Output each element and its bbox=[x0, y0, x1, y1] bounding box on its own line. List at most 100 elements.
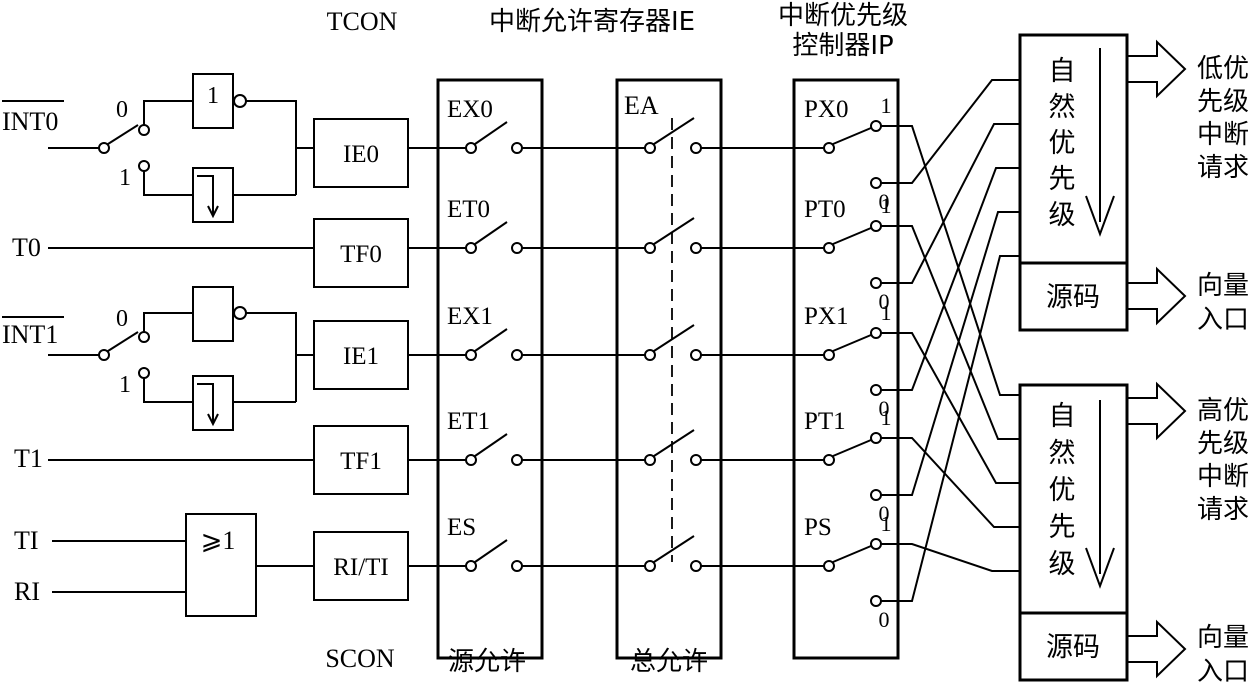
ie-switch-out-1 bbox=[511, 242, 523, 254]
high-natural-char-3: 先 bbox=[1049, 512, 1076, 543]
low-priority-arrow-head bbox=[1085, 195, 1115, 237]
ie-switch-in-4 bbox=[465, 560, 477, 572]
low-priority-block: 自 然 优 先 级 源码 低优 先级 中断 请求 向量 入口 bbox=[1018, 33, 1249, 335]
ip-switch-in-1 bbox=[823, 242, 835, 254]
ie-bit-label-3: ET1 bbox=[447, 408, 490, 435]
ie-switch-out-3 bbox=[511, 454, 523, 466]
ea-switch-blade-2 bbox=[653, 324, 695, 352]
ri-input-label: RI bbox=[14, 577, 40, 606]
high-priority-block: 自 然 优 先 级 源码 高优 先级 中断 请求 向量 入口 bbox=[1018, 381, 1249, 684]
ip-pos-zero-4: 0 bbox=[879, 607, 890, 632]
ip-pos-zero-1: 0 bbox=[879, 289, 890, 314]
ea-switch-in-0 bbox=[644, 142, 656, 154]
ip-pos-one-2: 1 bbox=[881, 300, 892, 325]
ip-contact-low-2 bbox=[870, 384, 882, 396]
ip-contact-high-1 bbox=[870, 220, 882, 232]
ip-switch-blade-1 bbox=[832, 227, 872, 245]
ie-switch-blade-1 bbox=[474, 221, 508, 245]
ea-switch-blade-0 bbox=[653, 117, 695, 145]
low-natural-char-0: 自 bbox=[1049, 56, 1076, 87]
ie-switch-blade-2 bbox=[474, 328, 508, 352]
ie-switch-blade-4 bbox=[474, 539, 508, 563]
high-entry-text-0: 向量 bbox=[1197, 623, 1249, 653]
priority-routing-wires bbox=[881, 79, 1020, 602]
ie-source-enable-panel bbox=[436, 78, 544, 660]
low-natural-char-2: 优 bbox=[1049, 128, 1076, 159]
route-high-ex0 bbox=[881, 125, 1020, 396]
int0-select-one: 1 bbox=[119, 165, 131, 191]
global-enable-label: 总允许 bbox=[630, 647, 708, 677]
ie-switch-in-3 bbox=[465, 454, 477, 466]
high-request-text-2: 中断 bbox=[1197, 462, 1249, 492]
ip-contact-low-1 bbox=[870, 277, 882, 289]
route-low-ex0 bbox=[881, 79, 1020, 184]
high-natural-char-1: 然 bbox=[1049, 438, 1076, 469]
ip-priority-panel bbox=[792, 78, 900, 660]
high-request-arrow bbox=[1126, 381, 1187, 441]
ip-switch-in-4 bbox=[823, 560, 835, 572]
ea-switch-blade-3 bbox=[653, 429, 695, 457]
low-request-text-0: 低优 bbox=[1197, 54, 1249, 84]
ea-label: EA bbox=[624, 91, 659, 120]
ie-switch-out-0 bbox=[511, 142, 523, 154]
route-high-ex1 bbox=[881, 332, 1020, 484]
route-low-ex1 bbox=[881, 167, 1020, 391]
int1-not-gate bbox=[192, 286, 234, 342]
route-high-es bbox=[881, 543, 1020, 572]
route-high-et1 bbox=[881, 437, 1020, 528]
high-natural-char-0: 自 bbox=[1049, 401, 1076, 432]
flag-label-0: IE0 bbox=[343, 141, 379, 168]
high-vector-arrow bbox=[1126, 619, 1187, 679]
ip-bit-label-2: PX1 bbox=[804, 303, 848, 330]
ip-contact-high-4 bbox=[870, 538, 882, 550]
tcon-label: TCON bbox=[327, 7, 398, 36]
source-enable-label: 源允许 bbox=[448, 647, 526, 677]
ie-switch-blade-0 bbox=[474, 121, 508, 145]
int1-select-one: 1 bbox=[119, 372, 131, 398]
ie-bit-label-4: ES bbox=[447, 514, 476, 541]
ea-switch-in-3 bbox=[644, 454, 656, 466]
t0-input-label: T0 bbox=[12, 233, 41, 262]
ea-switch-blade-4 bbox=[653, 535, 695, 563]
int1-input-label: INT1 bbox=[2, 320, 58, 349]
flag-box-1 bbox=[313, 218, 409, 288]
ie-switch-in-0 bbox=[465, 142, 477, 154]
ie-switch-in-1 bbox=[465, 242, 477, 254]
ip-switch-blade-2 bbox=[832, 334, 872, 352]
ie-register-title: 中断允许寄存器IE bbox=[489, 7, 695, 37]
int0-input-label: INT0 bbox=[2, 107, 58, 136]
ip-switch-blade-0 bbox=[832, 127, 872, 145]
ip-switch-blade-4 bbox=[832, 545, 872, 563]
t1-input-label: T1 bbox=[14, 444, 43, 473]
low-natural-char-4: 级 bbox=[1049, 200, 1076, 231]
int0-not-gate-label: 1 bbox=[207, 83, 219, 109]
route-low-es bbox=[881, 255, 1020, 602]
low-entry-text-1: 入口 bbox=[1197, 305, 1249, 335]
low-request-arrow bbox=[1126, 39, 1187, 99]
route-high-et0 bbox=[881, 225, 1020, 440]
low-vector-arrow bbox=[1126, 266, 1187, 326]
ea-switch-out-3 bbox=[690, 454, 702, 466]
route-low-et0 bbox=[881, 123, 1020, 284]
low-entry-text-0: 向量 bbox=[1197, 271, 1249, 301]
ea-global-enable-panel bbox=[615, 78, 723, 660]
low-vector-source-label: 源码 bbox=[1046, 282, 1100, 313]
flag-label-3: TF1 bbox=[340, 448, 382, 475]
ip-contact-low-0 bbox=[870, 177, 882, 189]
ea-switch-in-1 bbox=[644, 242, 656, 254]
ie-bit-label-2: EX1 bbox=[447, 303, 493, 330]
ea-switch-out-4 bbox=[690, 560, 702, 572]
flag-label-4: RI/TI bbox=[333, 554, 389, 581]
ie-switch-blade-3 bbox=[474, 433, 508, 457]
flag-label-1: TF0 bbox=[340, 241, 382, 268]
serial-or-gate-label: ⩾1 bbox=[201, 526, 236, 555]
ip-contact-low-4 bbox=[870, 595, 882, 607]
int0-select-zero: 0 bbox=[116, 97, 128, 123]
ea-switch-in-4 bbox=[644, 560, 656, 572]
ip-pos-zero-2: 0 bbox=[879, 396, 890, 421]
ea-switch-out-0 bbox=[690, 142, 702, 154]
